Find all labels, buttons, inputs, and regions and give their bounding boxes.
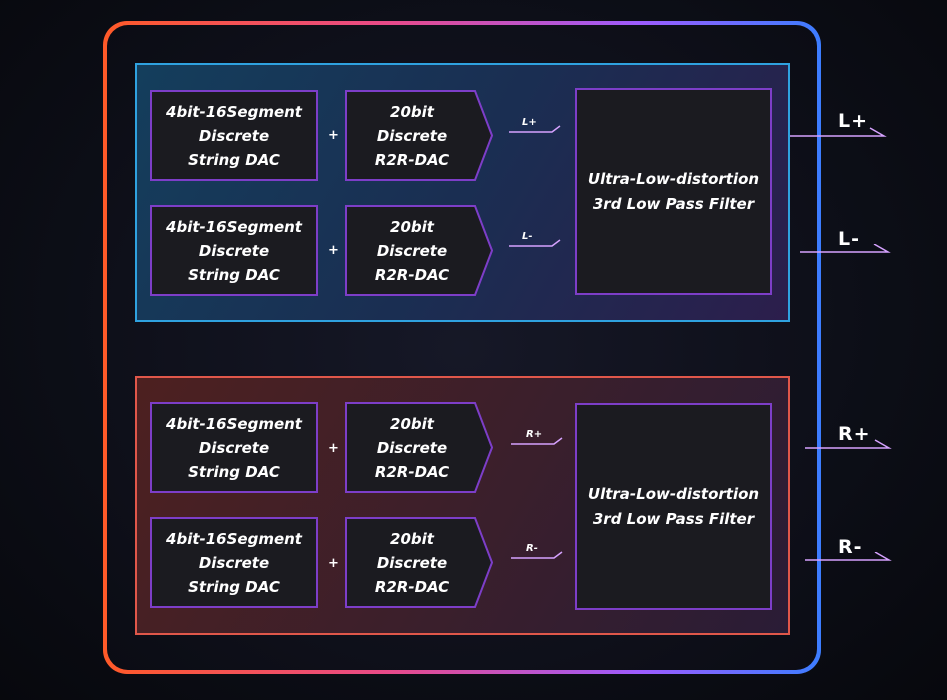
r2r-dac-outline — [345, 402, 493, 493]
string-dac-line3: String DAC — [188, 150, 280, 169]
r2r-dac-line1: 20bit — [390, 217, 434, 236]
string-dac-line2: Discrete — [198, 553, 270, 572]
filter-line2: 3rd Low Pass Filter — [592, 509, 755, 528]
string-dac-line3: String DAC — [188, 462, 280, 481]
string-dac-line2: Discrete — [198, 126, 270, 145]
r2r-dac-line3: R2R-DAC — [374, 462, 450, 481]
string-dac-r-minus: 4bit-16Segment Discrete String DAC — [150, 517, 318, 608]
plus-sign: + — [328, 556, 339, 571]
signal-label-l-minus: L- — [522, 231, 533, 242]
string-dac-line1: 4bit-16Segment — [166, 102, 302, 121]
signal-arrow-l-plus — [509, 125, 561, 133]
string-dac-line3: String DAC — [188, 265, 280, 284]
output-arrow-l-plus — [790, 127, 887, 137]
plus-sign: + — [328, 243, 339, 258]
output-arrow-r-minus — [805, 552, 892, 561]
r2r-dac-line3: R2R-DAC — [374, 150, 450, 169]
signal-arrow-r-minus — [511, 551, 563, 559]
r2r-dac-line2: Discrete — [376, 241, 448, 260]
string-dac-line1: 4bit-16Segment — [166, 217, 302, 236]
plus-sign: + — [328, 128, 339, 143]
signal-arrow-r-plus — [511, 437, 563, 445]
r2r-dac-outline — [345, 517, 493, 608]
output-arrow-l-minus — [800, 244, 891, 253]
r2r-dac-l-plus: 20bit Discrete R2R-DAC — [345, 90, 493, 181]
output-label-l-minus: L- — [838, 228, 860, 250]
filter-line1: Ultra-Low-distortion — [587, 484, 760, 503]
string-dac-r-plus: 4bit-16Segment Discrete String DAC — [150, 402, 318, 493]
r2r-dac-outline — [345, 90, 493, 181]
output-arrow-r-plus — [805, 439, 892, 449]
r2r-dac-line2: Discrete — [376, 126, 448, 145]
low-pass-filter-right: Ultra-Low-distortion 3rd Low Pass Filter — [575, 403, 772, 610]
signal-arrow-l-minus — [509, 239, 561, 247]
low-pass-filter-left: Ultra-Low-distortion 3rd Low Pass Filter — [575, 88, 772, 295]
output-label-r-plus: R+ — [838, 423, 871, 445]
signal-label-l-plus: L+ — [522, 117, 537, 128]
signal-label-r-plus: R+ — [526, 429, 543, 440]
r2r-dac-line3: R2R-DAC — [374, 577, 450, 596]
filter-line1: Ultra-Low-distortion — [587, 169, 760, 188]
r2r-dac-line3: R2R-DAC — [374, 265, 450, 284]
r2r-dac-line1: 20bit — [390, 414, 434, 433]
signal-label-r-minus: R- — [526, 543, 538, 554]
r2r-dac-l-minus: 20bit Discrete R2R-DAC — [345, 205, 493, 296]
r2r-dac-line2: Discrete — [376, 438, 448, 457]
string-dac-line1: 4bit-16Segment — [166, 529, 302, 548]
r2r-dac-outline — [345, 205, 493, 296]
r2r-dac-line1: 20bit — [390, 102, 434, 121]
string-dac-l-minus: 4bit-16Segment Discrete String DAC — [150, 205, 318, 296]
output-label-r-minus: R- — [838, 536, 863, 558]
filter-line2: 3rd Low Pass Filter — [592, 194, 755, 213]
plus-sign: + — [328, 441, 339, 456]
string-dac-line3: String DAC — [188, 577, 280, 596]
r2r-dac-line1: 20bit — [390, 529, 434, 548]
output-label-l-plus: L+ — [838, 110, 869, 132]
string-dac-line1: 4bit-16Segment — [166, 414, 302, 433]
r2r-dac-line2: Discrete — [376, 553, 448, 572]
string-dac-line2: Discrete — [198, 241, 270, 260]
string-dac-l-plus: 4bit-16Segment Discrete String DAC — [150, 90, 318, 181]
string-dac-line2: Discrete — [198, 438, 270, 457]
